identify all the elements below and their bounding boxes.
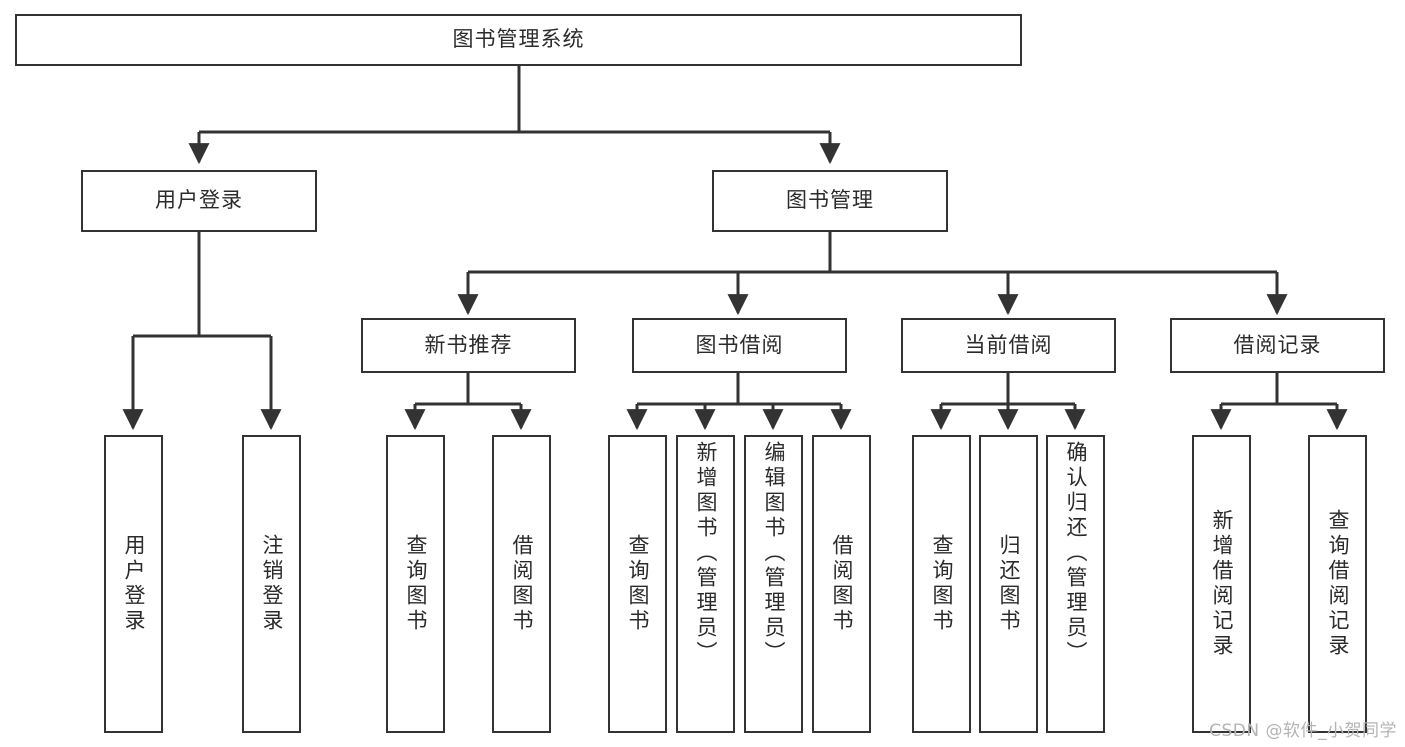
node-leaf-user-logout-label: 注销登录 <box>260 534 284 634</box>
node-leaf-user-login[interactable]: 用户登录 <box>104 435 163 733</box>
node-leaf-add-book-label: 新增图书（管理员） <box>694 441 718 666</box>
node-leaf-add-record-label: 新增借阅记录 <box>1210 509 1234 659</box>
node-leaf-user-logout[interactable]: 注销登录 <box>242 435 301 733</box>
node-user-login[interactable]: 用户登录 <box>81 170 317 232</box>
node-borrow-record-label: 借阅记录 <box>1233 332 1322 357</box>
node-book-manage-label: 图书管理 <box>786 188 874 213</box>
node-borrow-record[interactable]: 借阅记录 <box>1170 318 1385 373</box>
node-leaf-return-book-label: 归还图书 <box>997 534 1021 634</box>
node-leaf-confirm-return[interactable]: 确认归还（管理员） <box>1046 435 1105 733</box>
node-leaf-query-book-1-label: 查询图书 <box>404 534 428 634</box>
node-leaf-add-record[interactable]: 新增借阅记录 <box>1192 435 1251 733</box>
node-new-book-recommend[interactable]: 新书推荐 <box>361 318 576 373</box>
node-current-borrow-label: 当前借阅 <box>964 332 1053 357</box>
node-user-login-label: 用户登录 <box>155 188 243 213</box>
node-leaf-edit-book-label: 编辑图书（管理员） <box>762 441 786 666</box>
node-leaf-borrow-book-1-label: 借阅图书 <box>510 534 534 634</box>
node-leaf-borrow-book-1[interactable]: 借阅图书 <box>492 435 551 733</box>
node-leaf-query-record-label: 查询借阅记录 <box>1326 509 1350 659</box>
node-leaf-user-login-label: 用户登录 <box>122 534 146 634</box>
node-book-borrow-label: 图书借阅 <box>695 332 784 357</box>
node-current-borrow[interactable]: 当前借阅 <box>901 318 1116 373</box>
node-new-book-recommend-label: 新书推荐 <box>424 332 513 357</box>
node-leaf-add-book[interactable]: 新增图书（管理员） <box>676 435 735 733</box>
node-leaf-query-record[interactable]: 查询借阅记录 <box>1308 435 1367 733</box>
node-root[interactable]: 图书管理系统 <box>15 14 1022 66</box>
node-leaf-query-book-2-label: 查询图书 <box>626 534 650 634</box>
node-leaf-query-book-3[interactable]: 查询图书 <box>912 435 971 733</box>
node-book-manage[interactable]: 图书管理 <box>712 170 948 232</box>
node-leaf-query-book-3-label: 查询图书 <box>930 534 954 634</box>
node-leaf-query-book-1[interactable]: 查询图书 <box>386 435 445 733</box>
node-leaf-edit-book[interactable]: 编辑图书（管理员） <box>744 435 803 733</box>
node-book-borrow[interactable]: 图书借阅 <box>632 318 847 373</box>
node-leaf-borrow-book-2-label: 借阅图书 <box>830 534 854 634</box>
node-leaf-borrow-book-2[interactable]: 借阅图书 <box>812 435 871 733</box>
node-leaf-query-book-2[interactable]: 查询图书 <box>608 435 667 733</box>
node-leaf-confirm-return-label: 确认归还（管理员） <box>1064 441 1088 666</box>
watermark-text: CSDN @软件_小贺同学 <box>1209 721 1397 741</box>
node-leaf-return-book[interactable]: 归还图书 <box>979 435 1038 733</box>
node-root-label: 图书管理系统 <box>452 27 585 52</box>
